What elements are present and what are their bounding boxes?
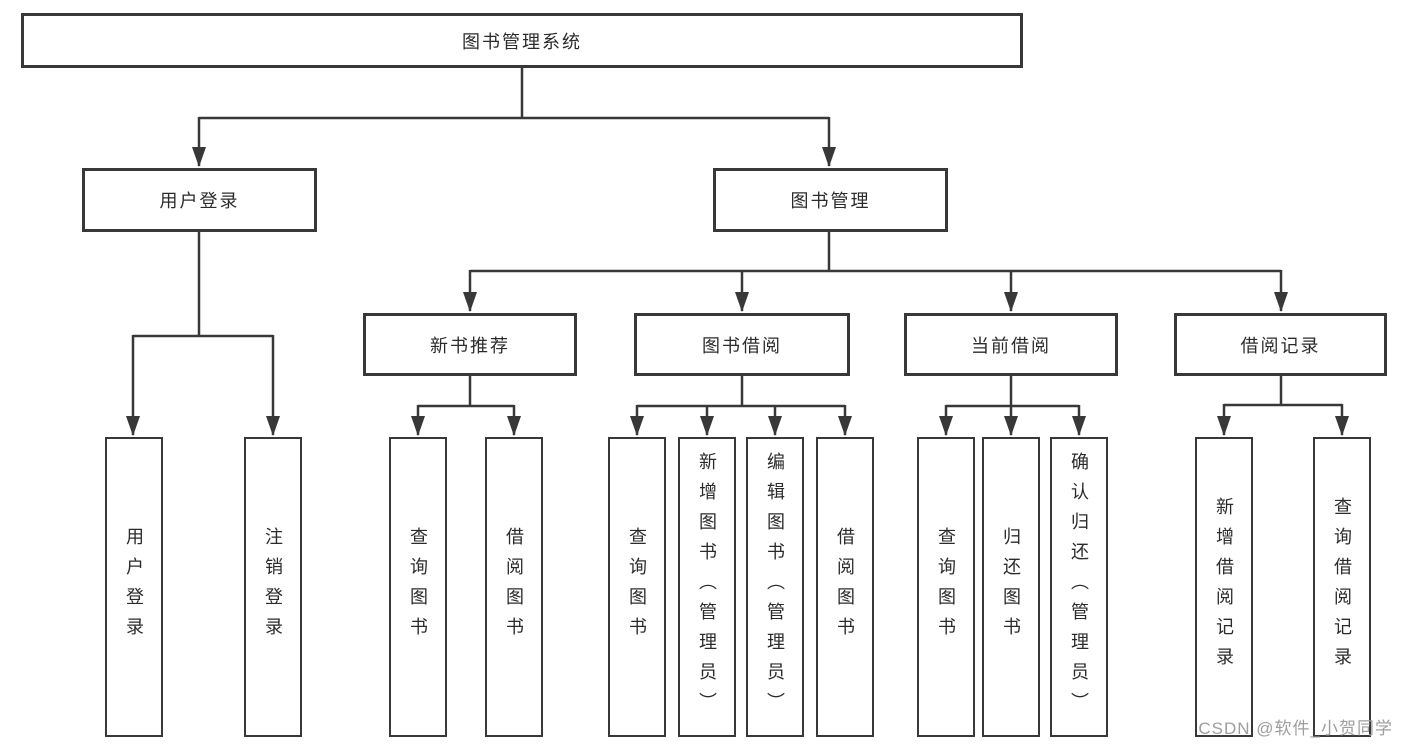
node-borrow-records: 借阅记录 — [1174, 313, 1387, 376]
node-label: 图书管理 — [790, 191, 871, 211]
node-label: 借阅图书 — [504, 527, 524, 647]
leaf-borrow-book-1: 借阅图书 — [485, 437, 543, 737]
node-label: 新增借阅记录 — [1214, 497, 1234, 677]
node-label: 注销登录 — [263, 527, 283, 647]
node-label: 图书管理系统 — [462, 31, 582, 52]
leaf-borrow-book-2: 借阅图书 — [816, 437, 874, 737]
leaf-user-login: 用户登录 — [105, 437, 163, 737]
leaf-return-book: 归还图书 — [982, 437, 1040, 737]
node-label: 查询图书 — [408, 527, 428, 647]
leaf-query-book-2: 查询图书 — [608, 437, 666, 737]
node-new-book-recommend: 新书推荐 — [363, 313, 577, 376]
node-label: 归还图书 — [1001, 527, 1021, 647]
leaf-query-borrow-record: 查询借阅记录 — [1313, 437, 1371, 737]
node-current-borrow: 当前借阅 — [904, 313, 1118, 376]
node-label: 借阅记录 — [1240, 335, 1321, 356]
leaf-edit-book-admin: 编辑图书（管理员） — [746, 437, 804, 737]
node-label: 借阅图书 — [835, 527, 855, 647]
leaf-add-borrow-record: 新增借阅记录 — [1195, 437, 1253, 737]
leaf-query-book-1: 查询图书 — [389, 437, 447, 737]
leaf-confirm-return-admin: 确认归还（管理员） — [1050, 437, 1108, 737]
node-label: 确认归还（管理员） — [1069, 452, 1089, 722]
node-label: 新增图书（管理员） — [697, 452, 717, 722]
node-label: 新书推荐 — [430, 335, 510, 356]
leaf-logout: 注销登录 — [244, 437, 302, 737]
node-label: 用户登录 — [159, 191, 240, 211]
leaf-add-book-admin: 新增图书（管理员） — [678, 437, 736, 737]
node-label: 查询借阅记录 — [1332, 497, 1352, 677]
node-label: 编辑图书（管理员） — [765, 452, 785, 722]
node-label: 当前借阅 — [971, 335, 1051, 356]
node-label: 用户登录 — [124, 527, 144, 647]
leaf-query-book-3: 查询图书 — [917, 437, 975, 737]
node-book-borrow: 图书借阅 — [634, 313, 850, 376]
node-label: 图书借阅 — [702, 335, 782, 356]
csdn-watermark: CSDN @软件_小贺同学 — [1198, 719, 1393, 738]
node-label: 查询图书 — [627, 527, 647, 647]
node-library-management-system: 图书管理系统 — [21, 13, 1023, 68]
node-label: 查询图书 — [936, 527, 956, 647]
node-user-login: 用户登录 — [82, 168, 317, 232]
node-book-management: 图书管理 — [713, 168, 948, 232]
